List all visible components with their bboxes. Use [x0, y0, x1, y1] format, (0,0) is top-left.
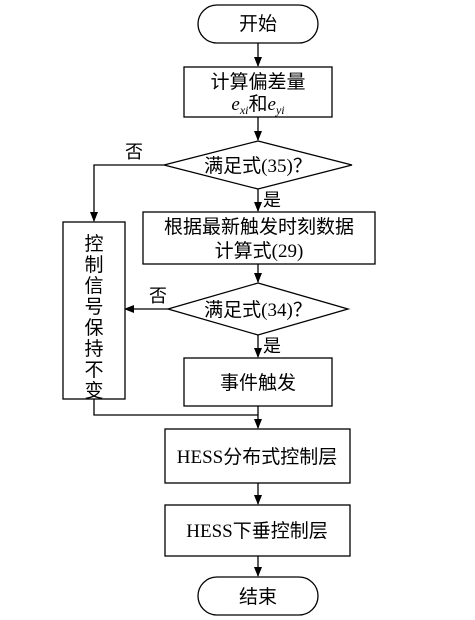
- hess-droop-box: [164, 504, 351, 557]
- no-label-decision1: 否: [125, 142, 143, 162]
- decision2-label: 满足式(34)？: [204, 299, 312, 321]
- calc-formula-line2: 计算式(29): [215, 240, 304, 262]
- hess-droop-label: HESS下垂控制层: [186, 520, 327, 542]
- hold-char: 信: [84, 275, 103, 297]
- calc-deviation-vars: exi和eyi: [231, 93, 284, 117]
- hold-control-box: [62, 221, 126, 400]
- edge-hold-to-merge: [93, 399, 258, 416]
- start-terminal: [197, 4, 319, 44]
- decision2-diamond: [165, 282, 351, 336]
- yes-label-decision1: 是: [263, 190, 281, 210]
- hess-distributed-label: HESS分布式控制层: [177, 446, 337, 468]
- hold-char: 制: [84, 254, 103, 276]
- hess-distributed-box: [164, 428, 351, 484]
- end-label: 结束: [239, 586, 277, 608]
- hold-char: 持: [84, 338, 103, 360]
- hold-char: 控: [84, 233, 103, 255]
- event-trigger-label: 事件触发: [220, 372, 296, 394]
- connectors: [90, 43, 262, 577]
- calc-deviation-label: 计算偏差量: [210, 71, 305, 93]
- hold-control-label: 控 制 信 号 保 持 不 变: [84, 233, 103, 402]
- calc-deviation-box: [183, 66, 333, 118]
- hold-char: 变: [84, 380, 103, 402]
- hold-char: 不: [84, 360, 103, 381]
- event-trigger-box: [183, 357, 333, 407]
- yes-label-decision2: 是: [263, 336, 281, 356]
- edge-decision1-no-to-hold: [90, 164, 164, 222]
- decision1-diamond: [163, 140, 353, 190]
- calc-formula-box: [142, 211, 376, 265]
- hold-char: 保: [84, 317, 103, 339]
- start-label: 开始: [239, 13, 277, 35]
- end-terminal: [197, 576, 319, 616]
- decision1-label: 满足式(35)？: [204, 155, 312, 177]
- hold-char: 号: [84, 297, 103, 318]
- calc-formula-line1: 根据最新触发时刻数据: [164, 216, 354, 238]
- no-label-decision2: 否: [149, 286, 167, 306]
